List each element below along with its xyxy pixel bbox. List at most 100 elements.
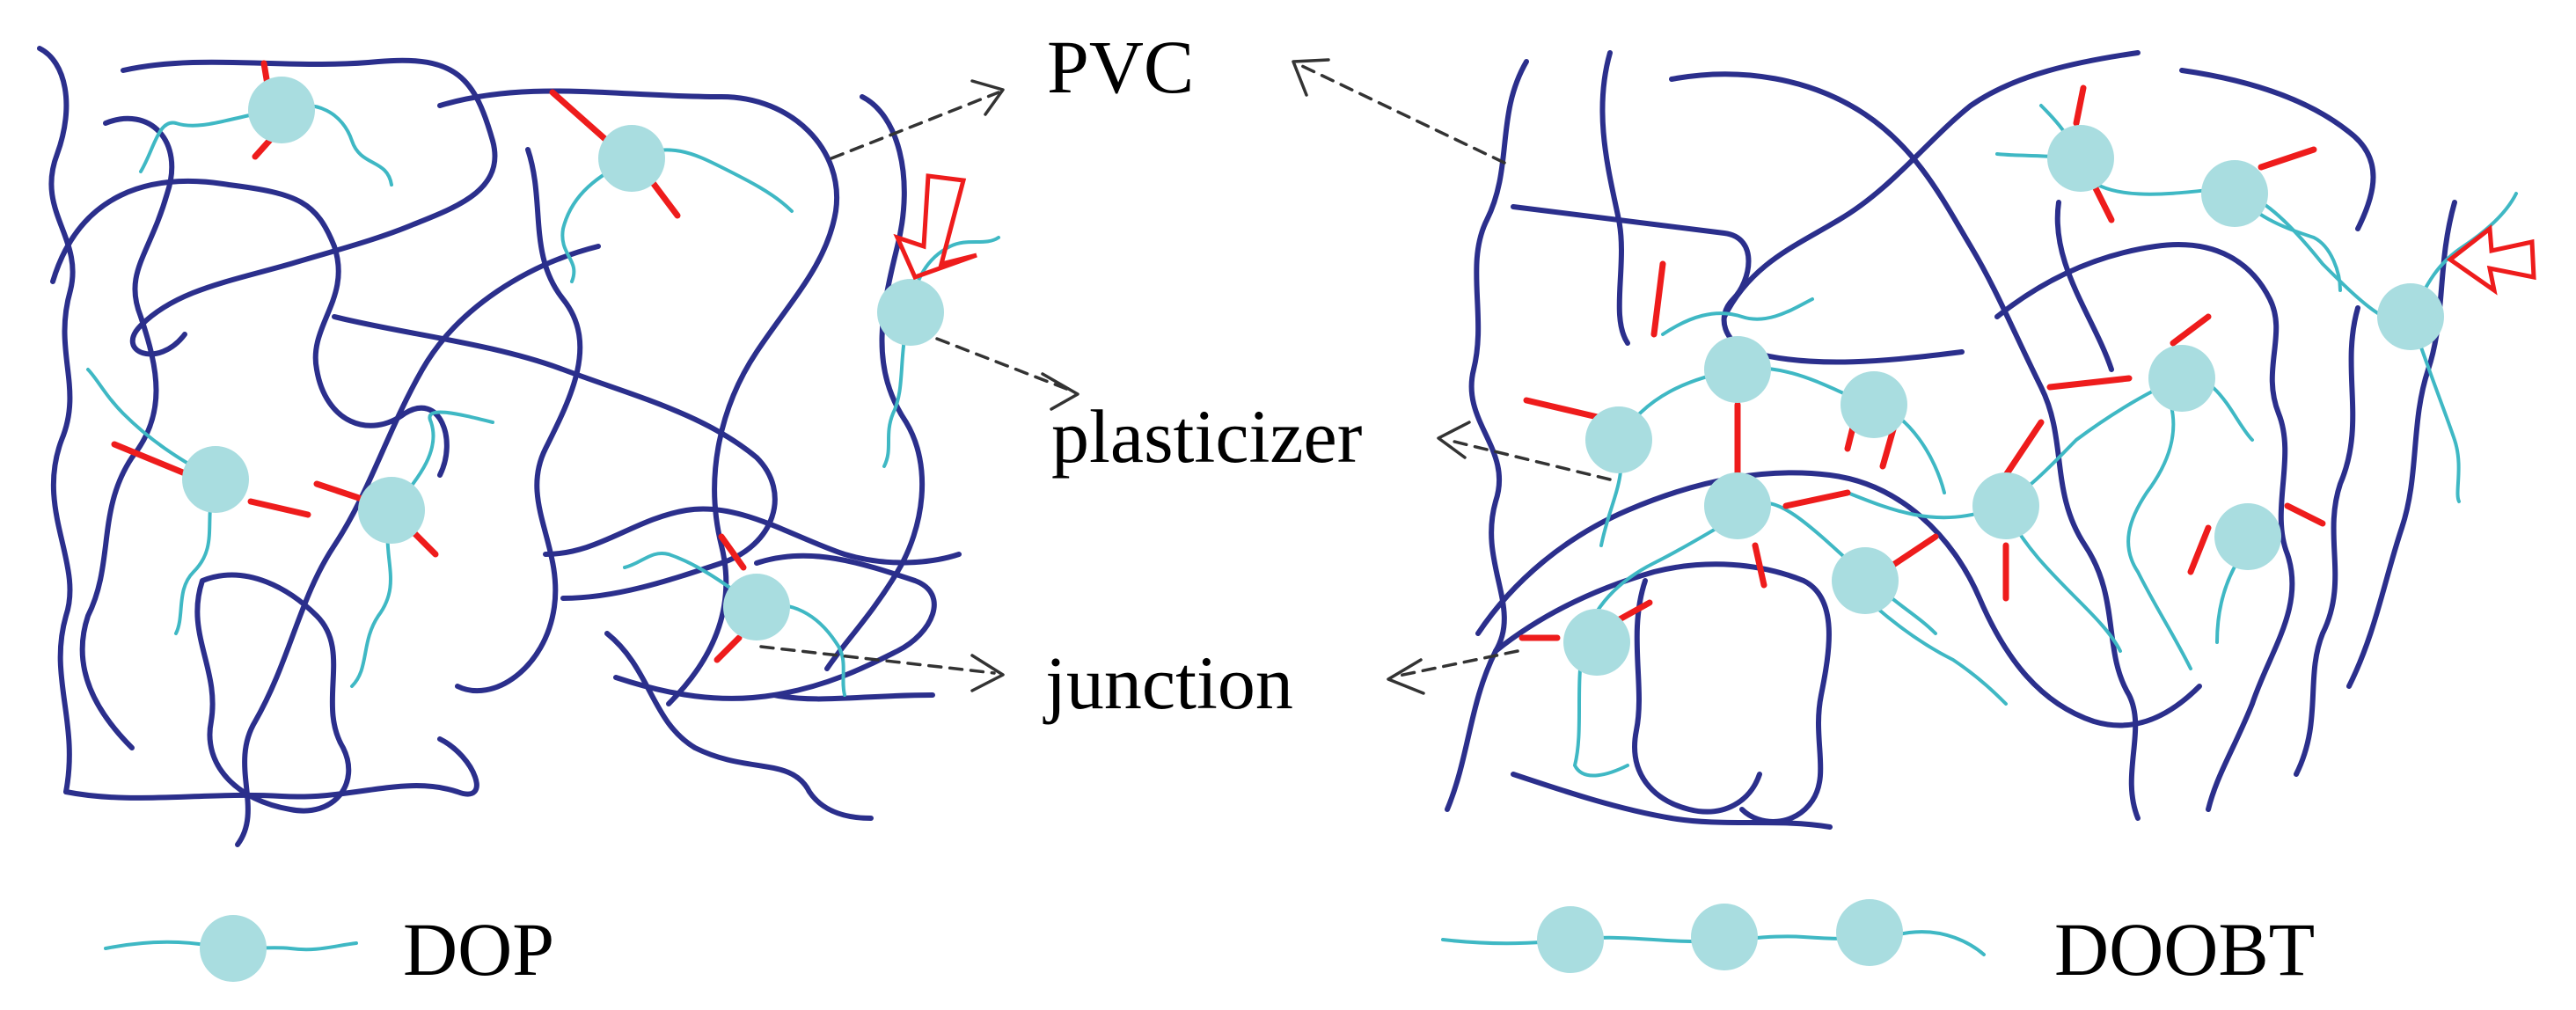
arrowhead [1387,658,1425,695]
plasticizer-bead [2201,160,2268,227]
pvc-label: PVC [1047,25,1194,109]
plasticizer-tail [139,108,283,173]
pvc-chain [332,314,778,601]
arrowhead [1292,58,1330,97]
junction-link [2046,375,2133,391]
pvc-chain [1669,71,2141,821]
pvc-chain [1493,561,1832,824]
junction-link [1782,489,1851,509]
junctions-right [1519,84,2326,641]
junction-link [111,441,193,479]
legend-doobt-bead [1836,899,1903,966]
pvc-chain [1632,578,1762,815]
pvc-chain [455,147,583,693]
pvc-chain [543,506,962,566]
junction-link [1752,542,1767,589]
junction-link [2002,419,2045,479]
dop-network [37,46,1000,847]
plasticizer-chains-right [1573,104,2518,778]
plasticizer-bead [598,125,665,192]
junction-label: junction [1043,640,1293,725]
pvc-chain [1475,470,2202,728]
junction-link [410,529,439,558]
plasticizer-bead [1972,472,2039,539]
plasticizer-label: plasticizer [1051,394,1362,479]
pvc-chain [2346,200,2457,689]
arrow-to-junction-right [1397,649,1519,677]
pvc-chain [1445,59,1529,812]
plasticizer-tail [390,410,494,512]
plasticizer-chain [2126,385,2192,670]
pvc-chain [824,94,926,671]
pvc-chain [1994,242,2295,812]
arrow-to-junction-left [759,645,996,675]
plasticizer-bead [723,574,790,640]
plasticizer-bead [1585,406,1652,473]
arrow-to-pvc-right [1300,64,1506,165]
plasticizer-bead [248,77,315,143]
junction-link [1523,397,1605,421]
junction-link [2258,146,2317,171]
arrow-to-plasticizer-left [935,337,1075,393]
junction-link [1650,260,1666,338]
plasticizer-bead [1563,609,1630,676]
plasticizer-bead [2148,345,2215,412]
pvc-chain [2179,68,2376,231]
legend-dop: DOP [104,907,554,992]
junction-link [2090,181,2115,223]
plasticizer-chain [1573,640,1629,778]
plasticizer-bead [1704,336,1771,403]
plasticizer-chain [1661,297,1814,336]
legend-dop-bead [200,915,267,982]
junction-link [648,177,681,219]
plasticizer-chain [2004,509,2122,653]
plasticizer-chains-left [86,104,1000,697]
indicator-arrow-down [893,173,977,281]
junction-link [2187,524,2212,575]
legend-doobt-label: DOOBT [2054,907,2315,992]
pvc-chains-left [37,46,962,847]
junction-link [714,634,743,663]
pvc-chain [2054,200,2114,372]
plasticizer-bead [1704,472,1771,539]
indicator-arrow-left [2446,224,2536,296]
pvc-chain [50,178,450,478]
plasticizer-bead [2377,283,2444,350]
arrowhead [1437,421,1471,459]
junction-link [2284,502,2326,527]
arrow-to-pvc-left [830,91,1000,160]
pvc-chain [194,572,352,814]
plasticizer-beads-left [182,77,944,640]
pvc-chain [2294,305,2360,777]
legend-dop-label: DOP [403,907,554,992]
pvc-chain [79,115,175,750]
plasticizer-beads-right [1563,125,2444,676]
plasticizer-bead [182,446,249,513]
plasticizer-bead [1841,371,1907,438]
plasticizer-chain [2409,315,2461,503]
pvc-chain [1599,50,1630,346]
pvc-chain [1511,772,1833,830]
junction-link [549,89,611,144]
pvc-chain [37,46,76,794]
plasticizer-bead [2214,503,2281,570]
pvc-chain [1722,50,2141,319]
plasticizer-bead [358,477,425,544]
arrowhead [970,654,1005,692]
doobt-network [1445,50,2536,830]
junction-link [718,533,747,571]
callout-arrows [759,58,1612,695]
plasticizer-bead [1832,547,1899,614]
legend-doobt-bead [1537,906,1604,973]
pvc-chain [63,736,479,801]
pvc-chains-right [1445,50,2457,830]
plasticizer-chain [1617,366,1946,494]
plasticizer-bead [2047,125,2114,192]
pvc-chain [235,244,601,847]
junction-link [2073,84,2087,127]
pvc-chain [613,553,937,701]
legend-doobt-bead [1691,904,1758,970]
legend-doobt: DOOBT [1441,899,2315,992]
arrowhead [1041,372,1079,411]
